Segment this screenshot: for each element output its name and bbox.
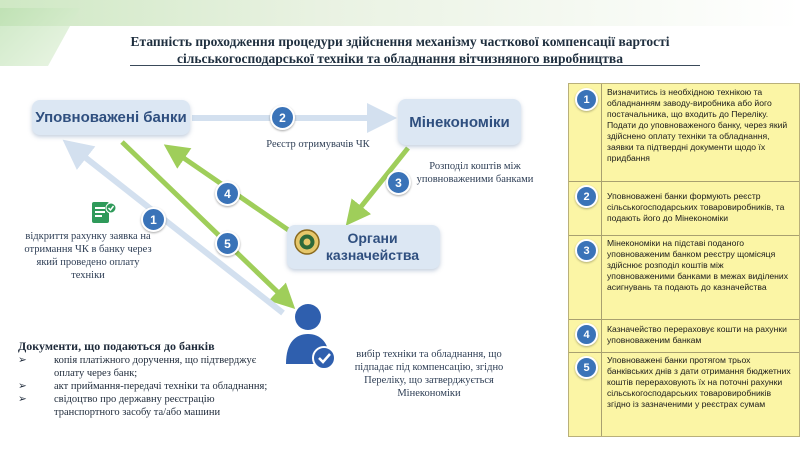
arrow-banks-to-farmer	[120, 140, 296, 309]
title-line-2: сільськогосподарської техніки та обладна…	[177, 51, 623, 66]
step-number: 3	[575, 239, 598, 262]
step-row-2: 2 Уповноважені банки формують реєстр сіл…	[569, 181, 799, 236]
step-text: Мінекономіки на підставі поданого уповно…	[607, 238, 788, 292]
documents-item: ➢ копія платіжного доручення, що підтвер…	[18, 354, 268, 380]
documents-heading: Документи, що подаються до банків	[18, 339, 215, 353]
steps-table: 1 Визначитись із необхідною технікою та …	[568, 83, 800, 437]
title-underline	[130, 65, 700, 66]
arrow-farmer-to-banks	[62, 139, 285, 316]
label-registry: Реєстр отримувачів ЧК	[266, 139, 370, 150]
documents-item: ➢ акт приймання-передачі техніки та обла…	[18, 380, 268, 393]
documents-item: ➢ свідоцтво про державну реєстрацію тран…	[18, 393, 268, 419]
step-number: 4	[575, 323, 598, 346]
label-distribution: Розподіл коштів між уповноваженими банка…	[416, 161, 534, 185]
title-line-1: Етапність проходження процедури здійснен…	[130, 34, 670, 49]
label-account-opening: відкриття рахунку заявка на отримання ЧК…	[24, 231, 152, 281]
label-equipment-choice: вибір техніки та обладнання, що підпадає…	[354, 349, 504, 399]
step-text: Казначейство перераховує кошти на рахунк…	[607, 324, 787, 345]
step-number: 1	[575, 88, 598, 111]
documents-item-text: копія платіжного доручення, що підтвердж…	[54, 355, 257, 379]
step-text: Уповноважені банки протягом трьох банків…	[607, 355, 791, 409]
step-row-3: 3 Мінекономіки на підставі поданого упов…	[569, 235, 799, 320]
bullet-icon: ➢	[18, 355, 27, 366]
treasury-emblem-icon	[294, 229, 320, 255]
step-number: 5	[575, 356, 598, 379]
page-title: Етапність проходження процедури здійснен…	[70, 33, 730, 67]
step-marker-1: 1	[141, 207, 166, 232]
document-check-icon	[92, 202, 117, 223]
step-marker-2: 2	[270, 105, 295, 130]
arrow-ministry-to-treasury	[345, 146, 410, 226]
step-row-1: 1 Визначитись із необхідною технікою та …	[569, 84, 799, 182]
step-divider	[601, 235, 602, 319]
farmer-user-icon	[286, 304, 336, 370]
step-marker-4: 4	[215, 181, 240, 206]
step-marker-5: 5	[215, 231, 240, 256]
step-divider	[601, 181, 602, 235]
step-marker-3: 3	[386, 170, 411, 195]
step-divider	[601, 352, 602, 436]
documents-item-text: свідоцтво про державну реєстрацію трансп…	[54, 394, 221, 418]
bullet-icon: ➢	[18, 381, 27, 392]
step-row-5: 5 Уповноважені банки протягом трьох банк…	[569, 352, 799, 436]
step-row-4: 4 Казначейство перераховує кошти на раху…	[569, 319, 799, 353]
header-band	[0, 0, 800, 26]
step-divider	[601, 84, 602, 181]
step-text: Визначитись із необхідною технікою та об…	[607, 87, 788, 163]
documents-item-text: акт приймання-передачі техніки та обладн…	[54, 381, 268, 392]
step-divider	[601, 319, 602, 352]
documents-list: Документи, що подаються до банків ➢ копі…	[18, 340, 268, 419]
node-ministry-economy: Мінекономіки	[398, 99, 521, 145]
node-authorized-banks: Уповноважені банки	[32, 100, 190, 135]
bullet-icon: ➢	[18, 394, 27, 405]
step-number: 2	[575, 185, 598, 208]
step-text: Уповноважені банки формують реєстр сільс…	[607, 191, 785, 223]
